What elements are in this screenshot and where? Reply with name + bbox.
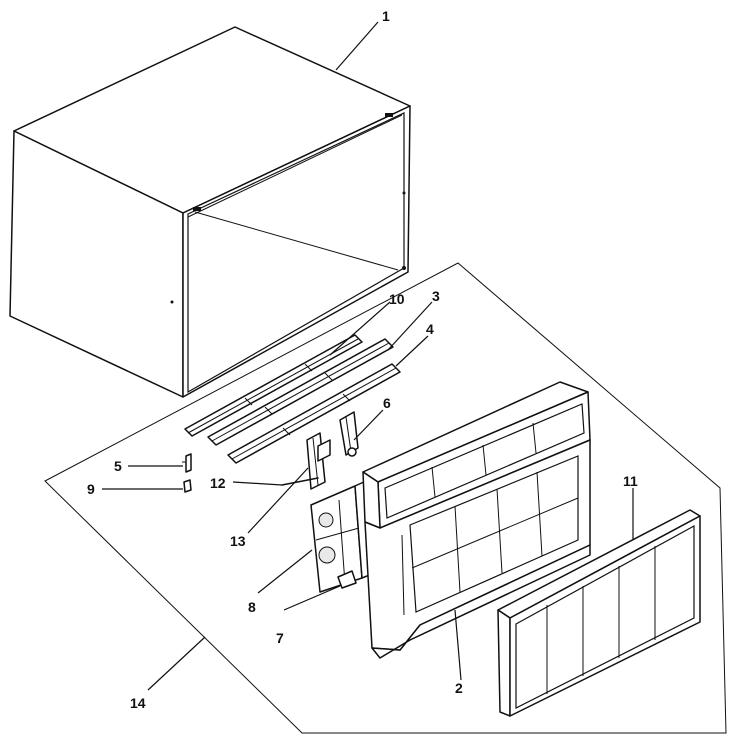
callout-3: 3	[432, 288, 440, 304]
callout-6: 6	[383, 395, 391, 411]
callout-9: 9	[87, 481, 95, 497]
callout-4: 4	[426, 321, 434, 337]
callout-12: 12	[210, 475, 226, 491]
bracket-part-10	[184, 334, 363, 437]
cabinet-part-1	[9, 26, 411, 398]
callout-11: 11	[623, 473, 638, 489]
bracket-part-13	[306, 432, 331, 490]
kit-boundary-14	[44, 262, 727, 734]
bracket-part-3	[207, 338, 394, 446]
callout-7: 7	[276, 630, 284, 646]
fastener-part-5	[182, 453, 192, 473]
filter-part-11	[497, 509, 701, 717]
bracket-part-4	[227, 363, 401, 464]
latch-part-7	[337, 570, 357, 589]
grille-frame-part-2	[362, 381, 591, 659]
callout-1: 1	[382, 8, 390, 24]
callout-8: 8	[248, 599, 256, 615]
callout-13: 13	[230, 533, 246, 549]
leader-lines	[102, 21, 634, 691]
callout-5: 5	[114, 458, 122, 474]
callout-10: 10	[389, 291, 405, 307]
callout-14: 14	[130, 695, 146, 711]
screw-part-9	[183, 479, 192, 493]
callout-2: 2	[455, 680, 463, 696]
rod-part-12	[281, 477, 319, 486]
clip-part-6	[339, 411, 359, 457]
